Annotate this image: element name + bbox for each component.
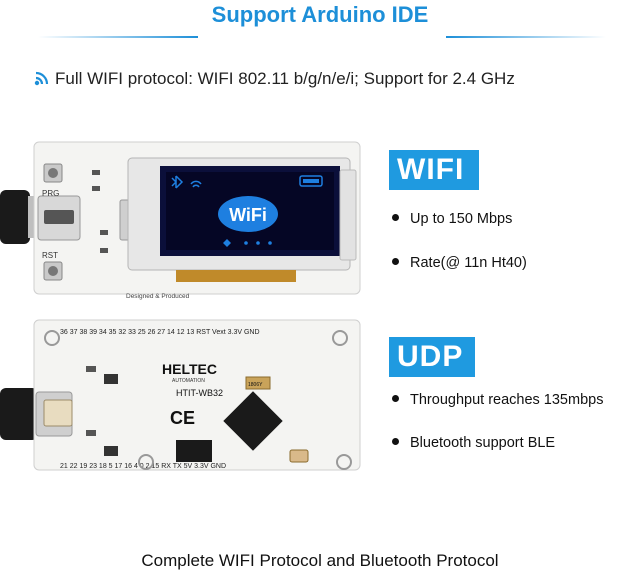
wifi-protocol-line: Full WIFI protocol: WIFI 802.11 b/g/n/e/… [34, 69, 515, 89]
brand-text: HELTEC [162, 361, 217, 377]
board-top: PRG RST WiFi Designed & Prod [0, 141, 361, 300]
brand-sub-text: AUTOMATION [172, 378, 205, 384]
page-title: Support Arduino IDE [211, 2, 429, 27]
oled-logo-text: WiFi [229, 205, 267, 225]
prg-label: PRG [42, 189, 59, 198]
bullet-icon [392, 395, 399, 402]
pcb-bottom [33, 319, 361, 471]
feature-label: Throughput reaches 135mbps [410, 392, 604, 408]
small-wifi-icon [190, 180, 202, 185]
board-illustration: PRG RST WiFi Designed & Prod [0, 141, 361, 471]
usb-cable-bottom [0, 388, 38, 440]
feature-label: Bluetooth support BLE [410, 435, 556, 451]
flash-chip [176, 440, 212, 462]
usb-cable-top [0, 190, 30, 244]
feature-item: Up to 150 Mbps [392, 211, 512, 227]
wifi-signal-icon [34, 71, 49, 86]
model-text: HTIT-WB32 [176, 388, 223, 398]
silk-designed: Designed & Produced [126, 293, 190, 300]
ce-mark: CE [170, 408, 195, 428]
oled-ribbon [176, 270, 296, 282]
feature-label: Up to 150 Mbps [410, 211, 513, 227]
pins-top-labels: 36 37 38 39 34 35 32 33 25 26 27 14 12 1… [60, 329, 260, 336]
udp-badge: UDP [389, 337, 475, 377]
bullet-icon [392, 214, 399, 221]
esp32-chip [223, 391, 283, 451]
rst-label: RST [42, 251, 58, 260]
wifi-logo-icon [218, 196, 278, 232]
feature-item: Bluetooth support BLE [392, 435, 555, 451]
footer-caption: Complete WIFI Protocol and Bluetooth Pro… [141, 551, 499, 570]
wifi-badge: WIFI [389, 150, 479, 190]
wifi-protocol-text: Full WIFI protocol: WIFI 802.11 b/g/n/e/… [55, 69, 515, 88]
feature-item: Rate(@ 11n Ht40) [392, 255, 527, 271]
feature-label: Rate(@ 11n Ht40) [410, 255, 527, 271]
bluetooth-icon [171, 175, 184, 189]
board-bottom: 36 37 38 39 34 35 32 33 25 26 27 14 12 1… [0, 319, 361, 471]
chip-code: 1806Y [248, 382, 263, 388]
feature-item: Throughput reaches 135mbps [392, 392, 603, 408]
battery-icon [299, 175, 323, 187]
title-rule-right [446, 36, 606, 38]
battery-connector [43, 399, 73, 427]
pins-bottom-labels: 21 22 19 23 18 5 17 16 4 0 2 15 RX TX 5V… [60, 463, 226, 470]
bullet-icon [392, 258, 399, 265]
title-rule-left [38, 36, 198, 38]
bullet-icon [392, 438, 399, 445]
